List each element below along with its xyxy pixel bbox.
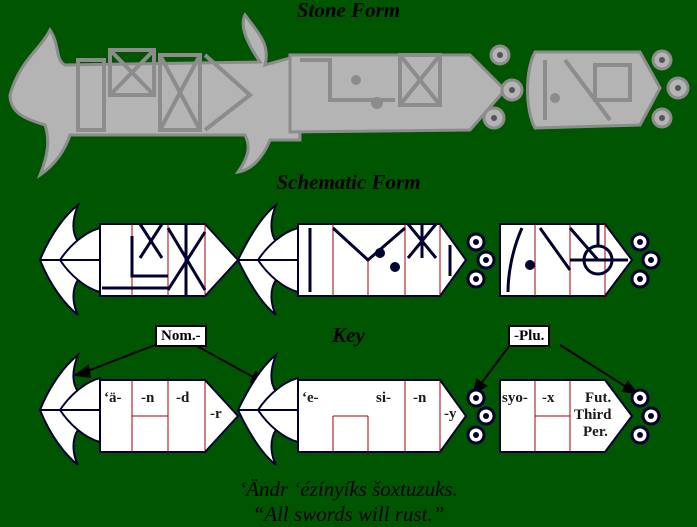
schematic-hilt-2 <box>238 205 298 315</box>
key-cell-3-2: -x <box>542 390 555 406</box>
translation-text: “All swords will rust.” <box>0 504 697 525</box>
key-cell-1-1: ‘ä- <box>104 390 122 406</box>
key-cell-1-3: -d <box>176 390 189 406</box>
schematic-glyph-2 <box>298 224 466 296</box>
schematic-glyph-1 <box>100 224 238 296</box>
key-cell-2-1: ‘e- <box>302 390 319 406</box>
key-cell-1-2: -n <box>141 390 154 406</box>
key-rings-2 <box>632 390 659 443</box>
key-hilt-1 <box>40 355 100 465</box>
key-cell-3-4: Third <box>574 407 612 423</box>
key-cell-1-4: -r <box>210 406 222 422</box>
key-cell-2-3: -n <box>413 390 426 406</box>
schematic-glyph-3 <box>500 224 632 296</box>
key-cell-3-3: Fut. <box>585 390 611 406</box>
schematic-hilt-1 <box>40 205 100 315</box>
key-hilt-2 <box>238 355 298 465</box>
nominative-label: Nom.- <box>155 325 207 347</box>
plural-label: -Plu. <box>508 325 550 347</box>
key-rings-1 <box>468 390 494 443</box>
key-cell-3-1: syo- <box>502 390 528 406</box>
sentence-text: ‘Ändr ‘ézínyíks šoxtuzuks. <box>0 479 697 500</box>
stone-form-carving <box>10 15 660 175</box>
key-cell-3-5: Per. <box>583 424 608 440</box>
key-cell-2-4: -y <box>444 406 457 422</box>
schematic-rings-1 <box>468 234 494 287</box>
schematic-rings-2 <box>632 234 659 287</box>
key-cell-2-2: si- <box>376 390 391 406</box>
